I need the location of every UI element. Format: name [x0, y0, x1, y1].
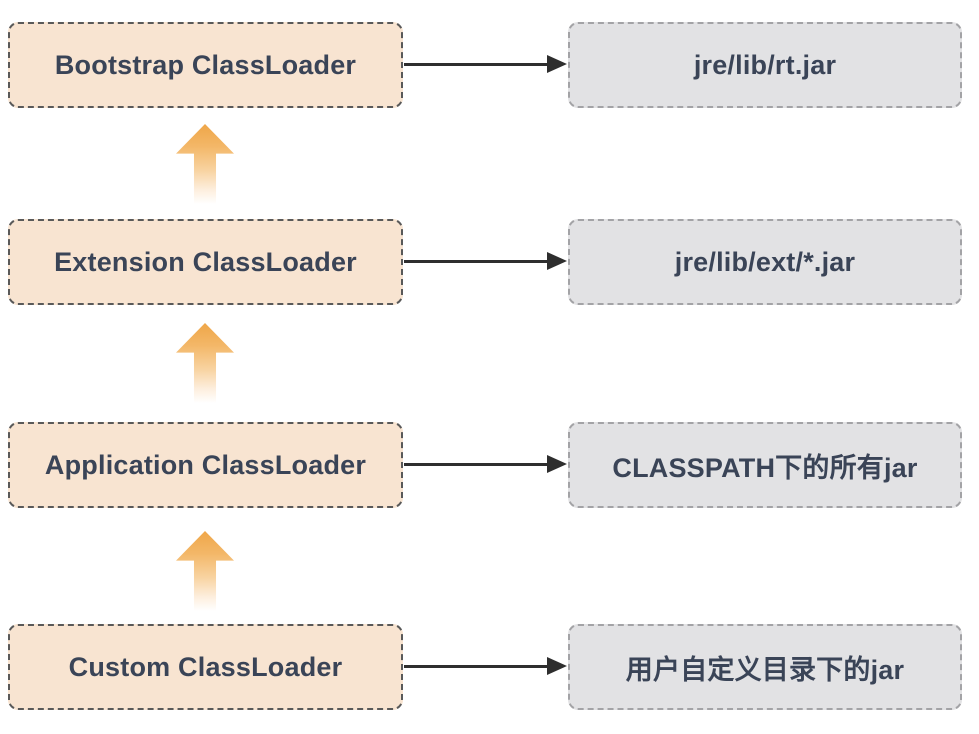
target-box-user-dir-jar: 用户自定义目录下的jar — [568, 624, 962, 710]
loader-label: Bootstrap ClassLoader — [54, 49, 357, 80]
loader-label: Custom ClassLoader — [68, 651, 343, 682]
target-box-rt-jar: jre/lib/rt.jar — [568, 22, 962, 108]
up-arrow-icon — [176, 124, 234, 204]
arrow-line — [404, 63, 553, 66]
right-arrow-icon — [404, 252, 567, 270]
target-box-classpath-jar: CLASSPATH下的所有jar — [568, 422, 962, 508]
arrow-line — [404, 463, 553, 466]
arrowhead-icon — [547, 657, 567, 675]
diagram-row-application: Application ClassLoader CLASSPATH下的所有jar — [0, 422, 979, 508]
target-label: jre/lib/rt.jar — [693, 49, 837, 80]
arrowhead-icon — [547, 252, 567, 270]
loader-label: Extension ClassLoader — [54, 246, 357, 277]
target-label: 用户自定义目录下的jar — [625, 654, 905, 685]
diagram-row-custom: Custom ClassLoader 用户自定义目录下的jar — [0, 624, 979, 710]
target-label: CLASSPATH下的所有jar — [612, 452, 918, 483]
right-arrow-icon — [404, 657, 567, 675]
arrow-line — [404, 260, 553, 263]
right-arrow-icon — [404, 55, 567, 73]
loader-box-application: Application ClassLoader — [8, 422, 403, 508]
arrowhead-icon — [547, 55, 567, 73]
loader-box-extension: Extension ClassLoader — [8, 219, 403, 305]
arrow-line — [404, 665, 553, 668]
target-box-ext-jar: jre/lib/ext/*.jar — [568, 219, 962, 305]
diagram-row-extension: Extension ClassLoader jre/lib/ext/*.jar — [0, 219, 979, 305]
loader-box-bootstrap: Bootstrap ClassLoader — [8, 22, 403, 108]
up-arrow-icon — [176, 531, 234, 611]
right-arrow-icon — [404, 455, 567, 473]
loader-label: Application ClassLoader — [44, 449, 367, 480]
target-label: jre/lib/ext/*.jar — [674, 246, 856, 277]
up-arrow-icon — [176, 323, 234, 403]
arrowhead-icon — [547, 455, 567, 473]
loader-box-custom: Custom ClassLoader — [8, 624, 403, 710]
diagram-row-bootstrap: Bootstrap ClassLoader jre/lib/rt.jar — [0, 22, 979, 108]
